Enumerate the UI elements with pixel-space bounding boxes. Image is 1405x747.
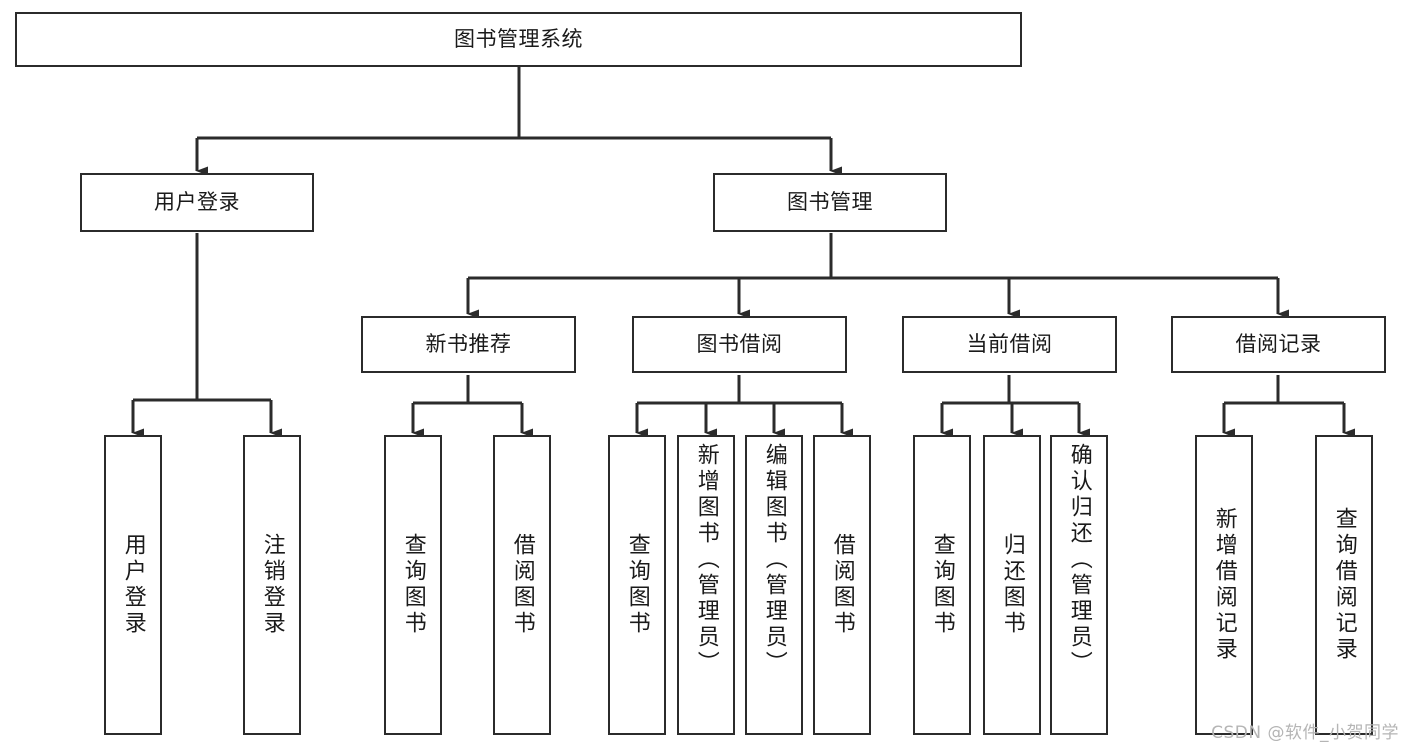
node-label: 图书管理系统: [454, 26, 583, 51]
node-new-book-recommendation[interactable]: 新书推荐: [361, 316, 576, 373]
node-leaf-query-book-current[interactable]: 查询图书: [913, 435, 971, 735]
watermark-text: CSDN @软件_小贺同学: [1211, 723, 1399, 743]
node-leaf-add-book-admin[interactable]: 新增图书（管理员）: [677, 435, 735, 735]
node-leaf-query-borrow-record[interactable]: 查询借阅记录: [1315, 435, 1373, 735]
node-label: 借阅图书: [509, 533, 535, 637]
node-label: 归还图书: [999, 533, 1025, 637]
node-label: 新增借阅记录: [1211, 507, 1237, 663]
node-label: 当前借阅: [966, 331, 1053, 356]
node-leaf-borrow-book-new[interactable]: 借阅图书: [493, 435, 551, 735]
node-leaf-return-book[interactable]: 归还图书: [983, 435, 1041, 735]
node-book-management[interactable]: 图书管理: [713, 173, 947, 232]
node-label: 用户登录: [154, 189, 240, 214]
node-leaf-borrow-book[interactable]: 借阅图书: [813, 435, 871, 735]
node-label: 编辑图书（管理员）: [761, 443, 787, 677]
node-current-borrow[interactable]: 当前借阅: [902, 316, 1117, 373]
node-leaf-confirm-return-admin[interactable]: 确认归还（管理员）: [1050, 435, 1108, 735]
node-leaf-edit-book-admin[interactable]: 编辑图书（管理员）: [745, 435, 803, 735]
node-label: 借阅记录: [1235, 331, 1322, 356]
node-leaf-query-book-new[interactable]: 查询图书: [384, 435, 442, 735]
node-label: 注销登录: [259, 533, 285, 637]
node-user-login[interactable]: 用户登录: [80, 173, 314, 232]
node-label: 图书借阅: [696, 331, 783, 356]
node-label: 查询图书: [400, 533, 426, 637]
node-label: 图书管理: [787, 189, 873, 214]
node-book-borrow[interactable]: 图书借阅: [632, 316, 847, 373]
node-label: 新书推荐: [425, 331, 512, 356]
node-label: 确认归还（管理员）: [1066, 443, 1092, 677]
node-leaf-add-borrow-record[interactable]: 新增借阅记录: [1195, 435, 1253, 735]
node-label: 查询借阅记录: [1331, 507, 1357, 663]
node-label: 新增图书（管理员）: [693, 443, 719, 677]
node-leaf-logout[interactable]: 注销登录: [243, 435, 301, 735]
node-leaf-query-book-borrow[interactable]: 查询图书: [608, 435, 666, 735]
node-leaf-user-login[interactable]: 用户登录: [104, 435, 162, 735]
node-label: 借阅图书: [829, 533, 855, 637]
node-borrow-record[interactable]: 借阅记录: [1171, 316, 1386, 373]
node-label: 查询图书: [929, 533, 955, 637]
node-root-library-system[interactable]: 图书管理系统: [15, 12, 1022, 67]
node-label: 查询图书: [624, 533, 650, 637]
node-label: 用户登录: [120, 533, 146, 637]
